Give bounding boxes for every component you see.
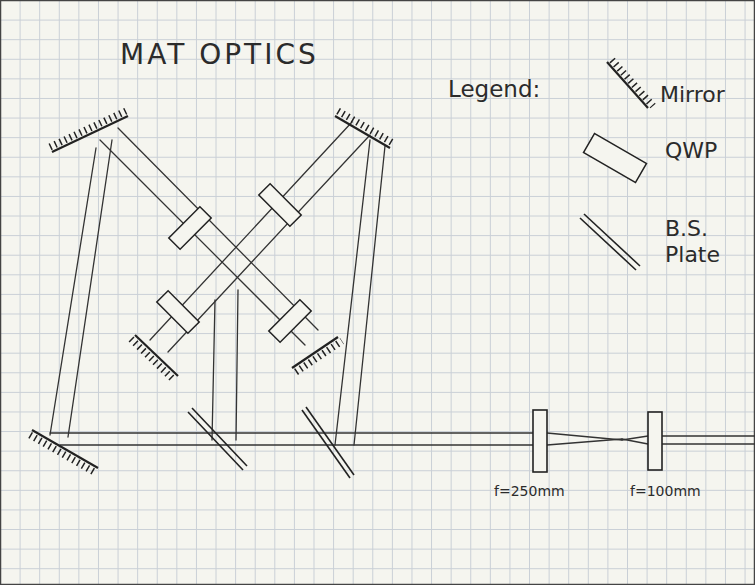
- beam-paths: [50, 122, 755, 445]
- qwp-symbols: [157, 133, 647, 342]
- diagram-title: MAT OPTICS: [120, 38, 319, 71]
- legend-heading: Legend:: [448, 76, 540, 102]
- mirror-symbols: [30, 60, 653, 473]
- legend-text: B.S. Plate: [665, 216, 749, 268]
- legend-text: QWP: [665, 138, 717, 163]
- legend-text: Mirror: [660, 82, 725, 107]
- focal-length-label: f=250mm: [494, 483, 565, 499]
- lens-symbols: [533, 410, 662, 472]
- beamsplitter-plates: [188, 214, 640, 478]
- focal-length-label: f=100mm: [630, 483, 701, 499]
